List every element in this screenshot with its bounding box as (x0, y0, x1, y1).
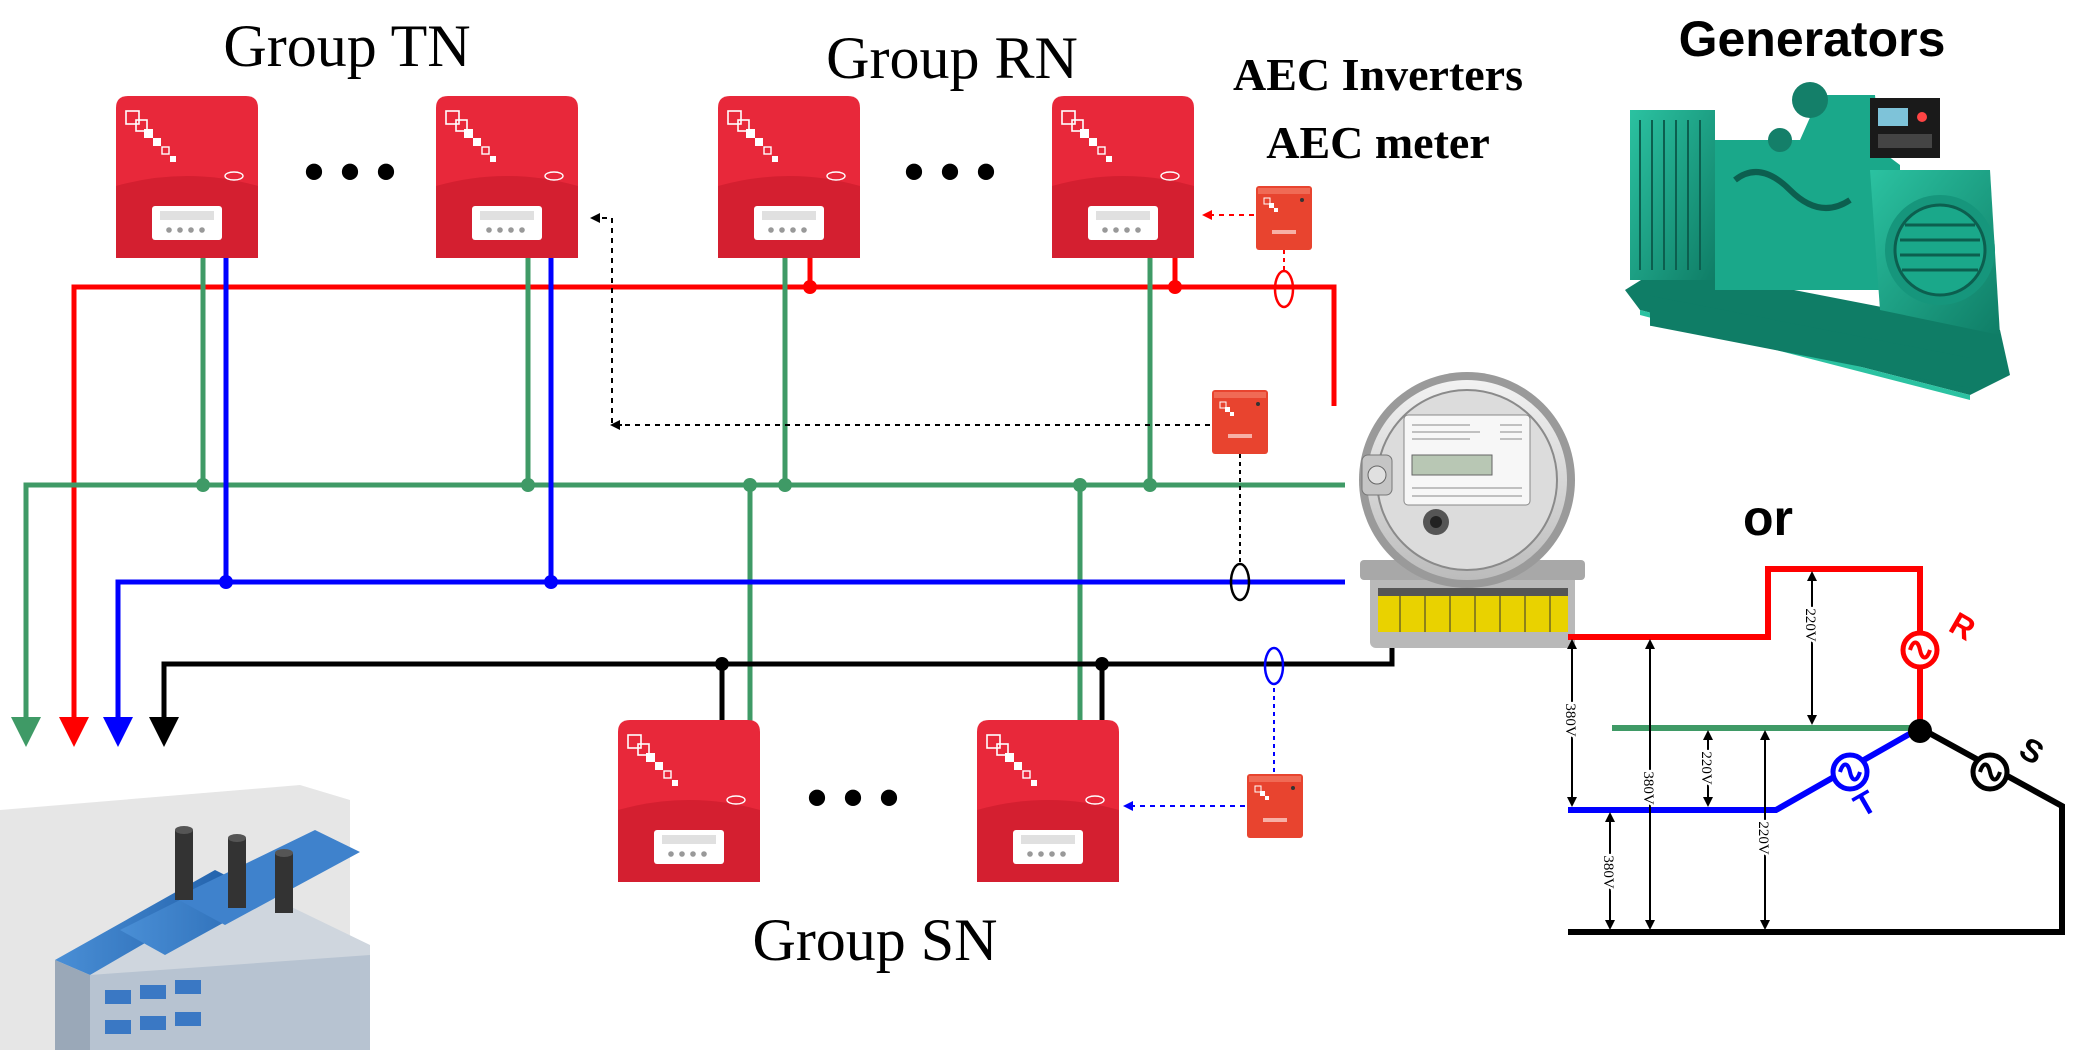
aec-meter-label: AEC meter (1266, 117, 1490, 168)
signal-line-tn (590, 213, 1210, 426)
phasor-neutral-node (1908, 719, 1932, 743)
dim-220v-t: 220V (1698, 751, 1714, 785)
ac-source-icon (1903, 633, 1937, 667)
inverter-icon (115, 95, 259, 259)
ct-sensor-r (1273, 269, 1295, 309)
generator-icon (1625, 82, 2010, 400)
aec-meter-icon (1255, 185, 1313, 251)
dimension-lines (1567, 571, 1817, 930)
junction-dot (219, 575, 233, 589)
phase-r-label: R (1944, 605, 1982, 648)
junction-dot (803, 280, 817, 294)
ellipsis-tn: • • • (303, 139, 396, 205)
ct-sensor-s (1263, 646, 1285, 686)
phase-t-label: T (1848, 783, 1883, 824)
group-tn-label: Group TN (223, 13, 470, 79)
aec-inverters-label: AEC Inverters (1233, 49, 1523, 100)
generators-label: Generators (1679, 11, 1946, 67)
dim-220v-s: 220V (1755, 821, 1771, 855)
junction-dot (544, 575, 558, 589)
group-rn-label: Group RN (826, 25, 1078, 91)
or-label: or (1743, 490, 1793, 546)
inverter-icon (717, 95, 861, 259)
energy-meter-icon (1359, 372, 1585, 648)
inverter-icon (1051, 95, 1195, 259)
ellipsis-sn: • • • (806, 765, 899, 831)
junction-dot (1095, 657, 1109, 671)
dim-380v-mid: 380V (1640, 771, 1656, 805)
neutral-junctions (196, 478, 1157, 492)
aec-meter-icon (1246, 773, 1304, 839)
factory-icon (0, 785, 370, 1050)
inverter-icon (435, 95, 579, 259)
dim-380v-bottom: 380V (1600, 855, 1616, 889)
dimension-labels: 220V 380V 380V 220V 220V 380V (1560, 606, 1821, 892)
phase-s-label: S (2014, 730, 2050, 772)
ct-sensor-t (1229, 562, 1251, 602)
phase-r-line (59, 257, 1337, 747)
dim-380v-left: 380V (1562, 703, 1578, 737)
ellipsis-rn: • • • (903, 139, 996, 205)
inverter-icon (617, 719, 761, 883)
junction-dot (715, 657, 729, 671)
dim-220v-r: 220V (1802, 608, 1818, 642)
ac-source-icon (1973, 755, 2007, 789)
aec-meter-icon (1211, 389, 1269, 455)
phase-s-line (149, 645, 1395, 747)
phase-t-line (103, 257, 1345, 747)
group-sn-label: Group SN (752, 907, 997, 973)
inverter-icon (976, 719, 1120, 883)
neutral-line (11, 257, 1345, 747)
junction-dot (1168, 280, 1182, 294)
